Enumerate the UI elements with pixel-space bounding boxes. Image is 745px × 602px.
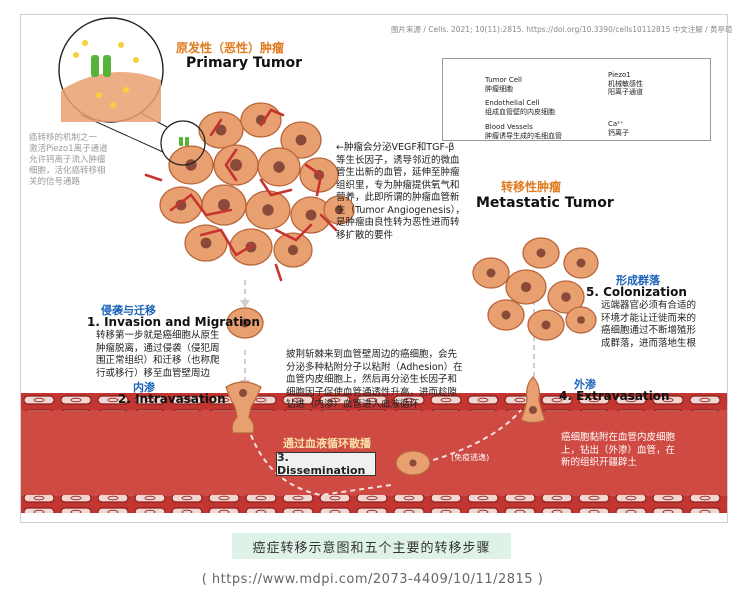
metastatic-tumor-cell: [487, 299, 525, 331]
step5-title-en: 5. Colonization: [586, 285, 687, 299]
vessel-wall-top: [21, 393, 727, 411]
legend: Tumor Cell 肿瘤细胞 Endothelial Cell 组成血管壁的内…: [442, 58, 711, 141]
step5-description: 远端器官必须有合适的 环境才能让迁徙而来的 癌细胞通过不断增殖形 成群落，进而落…: [601, 300, 697, 349]
primary-tumor-cluster: [159, 102, 355, 268]
tumor-cell: [213, 144, 259, 186]
step3-title-en: 3. Dissemination: [276, 451, 376, 477]
metastatic-tumor-cell: [563, 247, 599, 279]
step2-title-zh: 内渗: [133, 381, 155, 394]
tumor-cell: [245, 190, 291, 230]
tumor-cell: [184, 224, 228, 262]
step4-title-en: 4. Extravasation: [559, 389, 670, 403]
tumor-cell: [240, 102, 282, 138]
tumor-cell: [257, 147, 301, 187]
metastatic-tumor-cluster: [472, 237, 599, 341]
legend-calcium: Ca²⁺ 钙离子: [608, 120, 629, 137]
vessel-wall-bottom: [21, 495, 727, 513]
tumor-cell: [159, 186, 203, 224]
step2-title-en: 2. Intravasation: [118, 392, 226, 406]
migrating-tumor-cell: [226, 307, 264, 339]
step4-title-zh: 外渗: [574, 378, 596, 391]
tumor-cell: [201, 184, 247, 226]
tumor-cell: [168, 145, 214, 185]
tumor-cell: [273, 232, 313, 268]
tumor-vessels: [144, 108, 338, 282]
metastatic-title-zh: 转移性肿瘤: [501, 180, 562, 194]
metastatic-tumor-cell: [547, 280, 585, 314]
immune-evasion-label: (免疫逃逸): [451, 453, 490, 462]
legend-tumor-cell: Tumor Cell 肿瘤细胞: [485, 76, 522, 93]
intravasating-cell: [225, 381, 262, 434]
metastatic-title-en: Metastatic Tumor: [476, 195, 614, 211]
metastasis-figure: 图片来源 / Cells. 2021; 10(11):2815. https:/…: [20, 14, 733, 523]
metastatic-tumor-cell: [527, 309, 565, 341]
migrating-cells: [226, 307, 431, 476]
extravasating-cell: [520, 376, 546, 424]
angiogenesis-note: ←肿瘤会分泌VEGF和TGF-β 等生长因子，诱导邻近的微血 管生出新的血管，延…: [336, 142, 465, 241]
step5-title-zh: 形成群落: [616, 274, 660, 287]
step4-description: 癌细胞黏附在血管内皮细胞 上，钻出（外渗）血管，在 新的组织开疆辟土: [561, 432, 676, 468]
tumor-cell: [198, 111, 244, 149]
source-url: ( https://www.mdpi.com/2073-4409/10/11/2…: [201, 572, 544, 587]
tumor-cell: [323, 195, 355, 225]
legend-endothelial-cell: Endothelial Cell 组成血管壁的内皮细胞: [485, 99, 555, 116]
metastatic-tumor-cell: [522, 237, 560, 269]
metastatic-tumor-cell: [565, 306, 597, 334]
step1-title-en: 1. Invasion and Migration: [87, 315, 260, 329]
legend-blood-vessels: Blood Vessels 肿瘤诱导生成的毛细血管: [485, 123, 562, 140]
tumor-cell: [280, 121, 322, 159]
step1-title-zh: 侵袭与迁移: [101, 304, 156, 317]
source-note: 图片来源 / Cells. 2021; 10(11):2815. https:/…: [391, 25, 733, 34]
primary-title-zh: 原发性（恶性）肿瘤: [176, 41, 285, 55]
zoom-callout: [58, 17, 206, 166]
metastatic-tumor-cell: [472, 257, 510, 289]
step3-title-zh: 通过血液循环散播: [283, 437, 371, 450]
metastatic-tumor-cell: [505, 269, 547, 305]
piezo-note: 癌转移的机制之一 激活Piezo1离子通道 允许钙离子流入肿瘤 细胞，活化癌转移…: [29, 133, 108, 187]
step1-description: 转移第一步就是癌细胞从原生 肿瘤脱离，通过侵袭（侵犯周 围正常组织）和迁移（也称…: [96, 330, 220, 379]
primary-title-en: Primary Tumor: [186, 55, 302, 71]
figure-caption: 癌症转移示意图和五个主要的转移步骤: [232, 533, 511, 559]
circulating-tumor-cell: [395, 450, 431, 476]
step2-description: 披荆斩棘来到血管壁周边的癌细胞，会先 分泌多种粘附分子以粘附（Adhesion）…: [286, 349, 463, 410]
legend-piezo1: Piezo1 机械敏感性 阳离子通道: [608, 71, 643, 96]
